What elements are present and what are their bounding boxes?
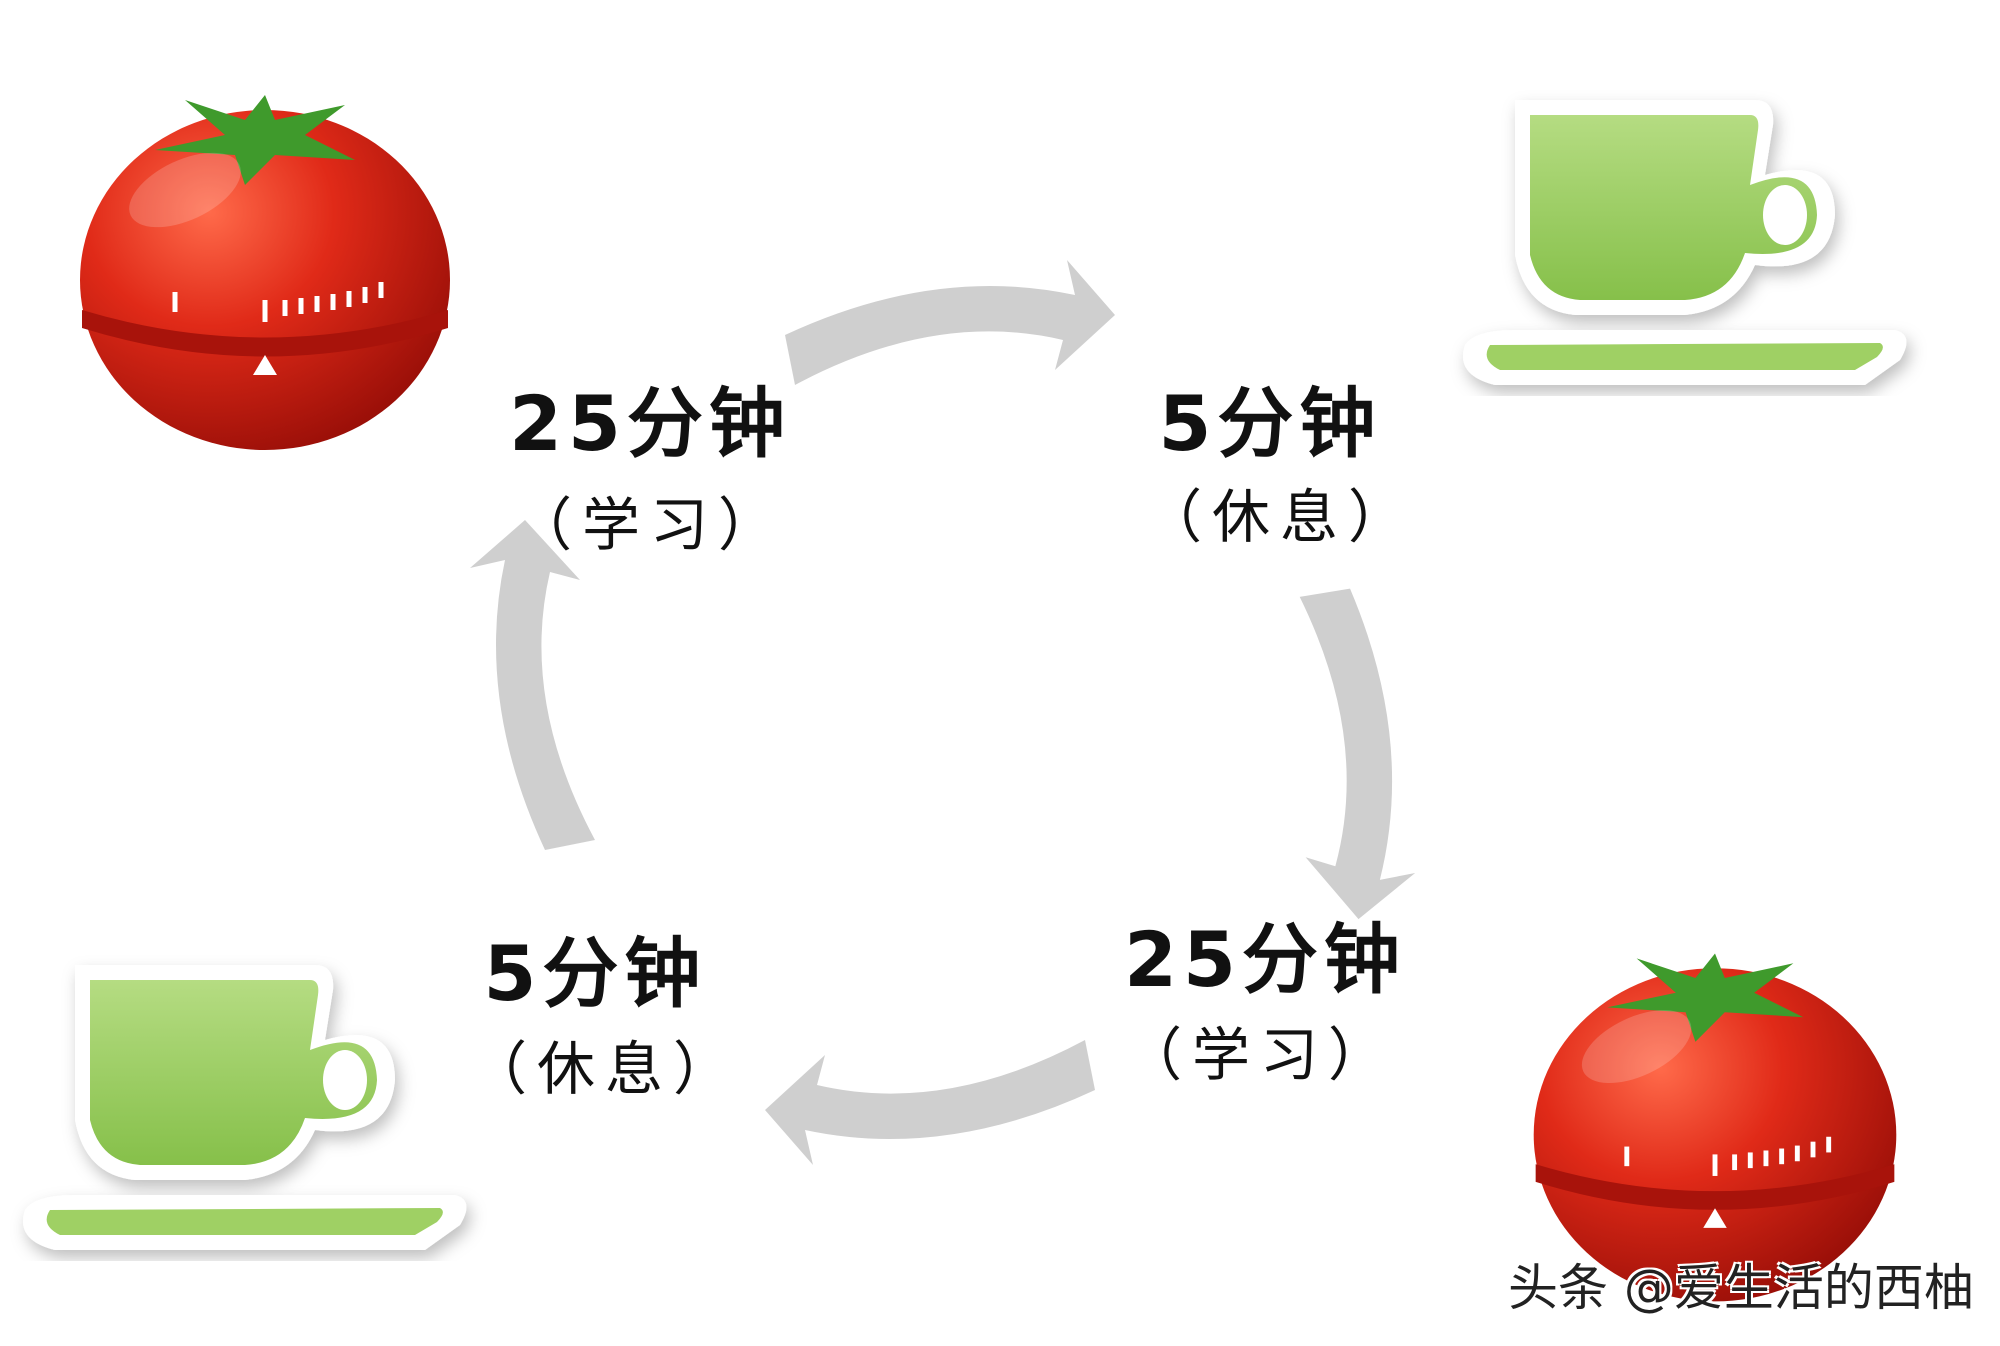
- step-1-duration: 25分钟: [509, 379, 791, 468]
- arrow-up-icon: [470, 520, 595, 850]
- tea-cup-icon-top-right: [1463, 100, 1906, 385]
- step-4-activity: （休息）: [468, 1035, 741, 1103]
- arrow-down-icon: [1288, 586, 1425, 922]
- tea-cup-icon-bottom-left: [23, 965, 466, 1250]
- arrow-right-icon: [785, 260, 1115, 385]
- arrow-left-icon: [765, 1040, 1095, 1165]
- step-3-duration: 25分钟: [1124, 915, 1406, 1004]
- step-1-activity: （学习）: [513, 491, 786, 559]
- step-2-duration: 5分钟: [1158, 379, 1382, 468]
- step-2-activity: （休息）: [1143, 483, 1416, 551]
- tomato-timer-icon-top-left: [80, 95, 450, 450]
- step-3-activity: （学习）: [1123, 1021, 1396, 1089]
- watermark: 头条 @爱生活的西柚: [1508, 1259, 1974, 1317]
- step-4-duration: 5分钟: [483, 929, 707, 1018]
